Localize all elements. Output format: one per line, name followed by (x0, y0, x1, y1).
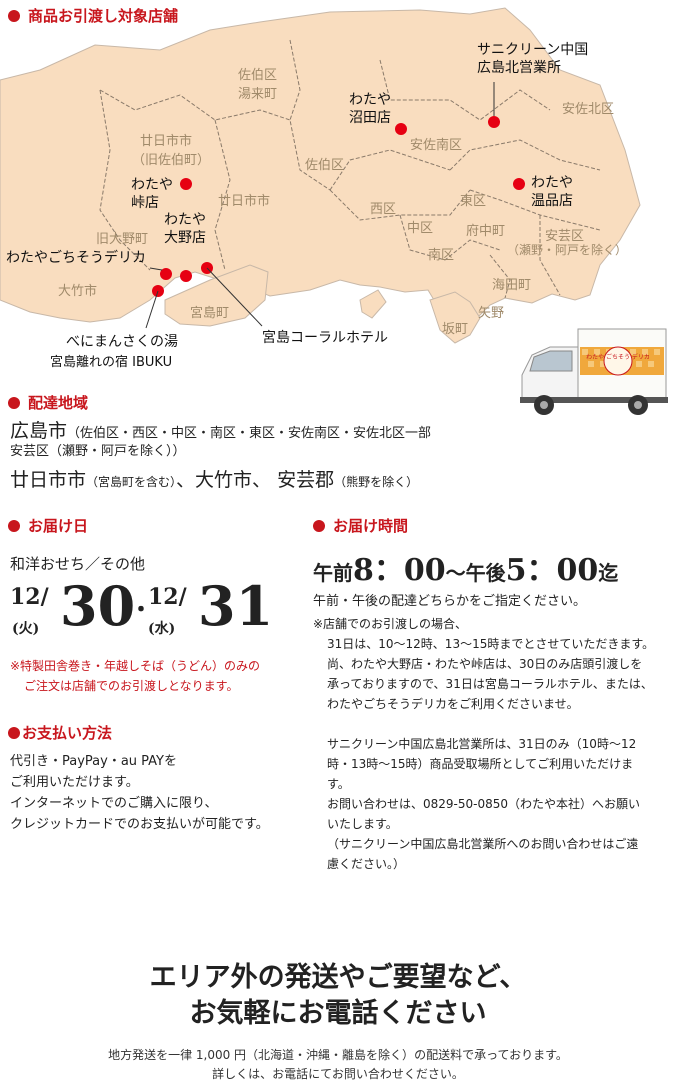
area-aki-2: （瀬野・阿戸を除く） (507, 243, 628, 257)
date1-month: 12/ (10, 584, 49, 610)
delivery-date-subtitle: 和洋おせち／その他 (10, 555, 146, 573)
area-old-ono: 旧大野町 (96, 232, 149, 247)
store-beni: べにまんさくの湯 (66, 334, 178, 350)
store-touge-2: 峠店 (131, 195, 159, 211)
small-island-shape (359, 289, 387, 319)
area-saeki-2: 湯来町 (238, 87, 278, 102)
footer-note: 地方発送を一律 1,000 円（北海道・沖縄・離島を除く）の配送料で承っておりま… (108, 1048, 568, 1081)
delivery-area-line1: 広島市（佐伯区・西区・中区・南区・東区・安佐南区・安佐北区一部 (10, 420, 432, 442)
store-coral: 宮島コーラルホテル (262, 330, 388, 346)
store-onsen-2: 温品店 (531, 193, 573, 209)
miyajima-shape (164, 264, 269, 327)
area-saeki: 佐伯区 (305, 158, 345, 173)
payment-text: 代引き・PayPay・au PAYを ご利用いただけます。 インターネットでのご… (10, 754, 269, 832)
etajima-shape (429, 291, 481, 344)
area-naka: 中区 (407, 221, 434, 236)
delivery-area-line2: 安芸区（瀬野・阿戸を除く）） (10, 444, 186, 459)
bullet-icon (8, 397, 20, 409)
bullet-icon (313, 520, 325, 532)
area-nishi: 西区 (370, 202, 397, 217)
area-yano: 矢野 (478, 306, 505, 321)
bullet-icon (8, 727, 20, 739)
footer-title: エリア外の発送やご要望など、 お気軽にお電話ください (149, 962, 527, 1029)
delivery-time-heading: お届け時間 (313, 515, 408, 536)
store-onsen-1: わたや (531, 175, 573, 191)
delivery-area-line3: 廿日市市（宮島町を含む）、大竹市、 安芸郡（熊野を除く） (10, 469, 419, 491)
area-asaminami: 安佐南区 (410, 138, 463, 153)
bullet-icon (8, 10, 20, 22)
delivery-dates: 12/ (火) 30 ・ 12/ (水) 31 (10, 574, 273, 652)
store-sanicleen-1: サニクリーン中国 (477, 42, 589, 58)
store-ibuku: 宮島離れの宿 IBUKU (50, 355, 173, 370)
date2-month: 12/ (148, 584, 187, 610)
pin-sanicleen (488, 116, 500, 128)
area-minami: 南区 (428, 248, 455, 263)
area-asakita: 安佐北区 (562, 102, 615, 117)
area-miyajima: 宮島町 (190, 306, 230, 321)
hiroshima-map (0, 7, 641, 344)
area-fuchu: 府中町 (466, 224, 506, 239)
delivery-date-note: ※特製田舎巻き・年越しそば（うどん）のみの ご注文は店舗でのお引渡しとなります。 (10, 659, 261, 693)
date-separator: ・ (130, 597, 153, 623)
area-hatsukaichi-old-1: 廿日市市 (140, 134, 193, 149)
pin-touge (180, 178, 192, 190)
pin-deli (160, 268, 172, 280)
store-numata-1: わたや (349, 92, 391, 108)
date1-weekday: (火) (12, 621, 40, 637)
store-sanicleen-2: 広島北営業所 (477, 60, 561, 76)
bullet-icon (8, 520, 20, 532)
pin-onsen (513, 178, 525, 190)
truck-logo-text: わたや ごちそう デリカ (586, 353, 650, 361)
area-saeki-1: 佐伯区 (238, 68, 278, 83)
delivery-truck-image: わたや ごちそう デリカ (520, 328, 668, 415)
store-deli: わたやごちそうデリカ (6, 250, 146, 266)
area-otake: 大竹市 (58, 284, 98, 299)
delivery-time-subnote: 午前・午後の配達どちらかをご指定ください。 (313, 594, 587, 609)
area-kaita: 海田町 (492, 278, 532, 293)
date1-day: 30 (60, 574, 136, 638)
delivery-date-heading: お届け日 (8, 515, 88, 536)
payment-heading: お支払い方法 (8, 722, 112, 743)
area-higashi: 東区 (460, 194, 487, 209)
area-saka: 坂町 (442, 322, 469, 337)
delivery-time-range: 午前8：00〜午後5：00迄 (313, 553, 619, 588)
store-numata-2: 沼田店 (349, 110, 391, 126)
pin-numata (395, 123, 407, 135)
pin-ono (180, 270, 192, 282)
date2-day: 31 (198, 574, 274, 638)
store-ono-1: わたや (164, 212, 206, 228)
area-hatsukaichi-old-2: （旧佐伯町） (132, 153, 211, 168)
map-heading: 商品お引渡し対象店舗 (8, 5, 178, 26)
date2-weekday: (水) (148, 621, 176, 637)
delivery-time-details: ※店舗でのお引渡しの場合、 31日は、10〜12時、13〜15時までとさせていた… (313, 617, 655, 871)
store-ono-2: 大野店 (164, 230, 206, 246)
area-hatsukaichi: 廿日市市 (218, 194, 271, 209)
area-aki-1: 安芸区 (545, 229, 585, 244)
delivery-area-heading: 配達地域 (8, 392, 88, 413)
store-touge-1: わたや (131, 177, 173, 193)
